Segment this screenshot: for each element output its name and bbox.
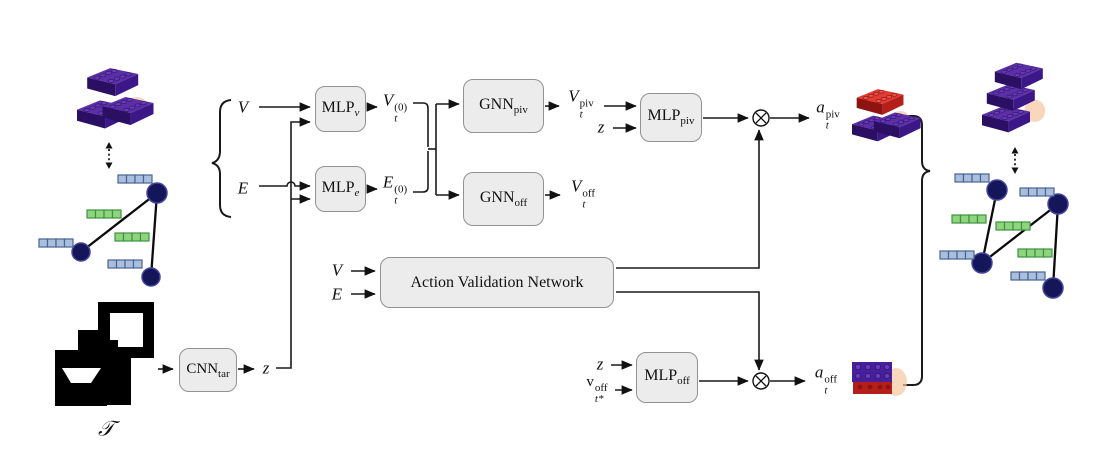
next-graph: [939, 173, 1069, 299]
target-t-label: 𝒯: [97, 416, 115, 441]
mlp-off-box: MLPoff: [636, 352, 698, 403]
dashed-double-arrow-icon: [104, 141, 114, 170]
node-feature-strip: [939, 250, 975, 260]
v0-label: V(0)t: [382, 90, 408, 125]
node-feature-strip: [38, 238, 74, 248]
graph-node: [141, 267, 161, 287]
avn-input-v-label: V: [331, 260, 343, 280]
target-shape-image: [55, 302, 154, 406]
z-mid-label: z: [597, 117, 605, 137]
graph-node: [971, 252, 993, 274]
gnn-piv-box: GNNpiv: [463, 79, 544, 133]
e0-label: E(0)t: [382, 172, 408, 207]
z-cnn-label: z: [262, 358, 270, 378]
otimes-icon: [752, 372, 770, 390]
gnn-off-label: GNNoff: [479, 188, 528, 210]
left-brace: [211, 99, 232, 218]
right-brace: [903, 115, 931, 386]
action-validation-network-box: Action Validation Network: [380, 257, 614, 308]
mlp-v-label: MLPv: [321, 98, 360, 120]
graph-node: [1042, 277, 1064, 299]
cnn-tar-label: CNNtar: [186, 360, 230, 380]
graph-node: [146, 182, 168, 204]
node-feature-strip: [1019, 187, 1055, 197]
avn-input-e-label: E: [331, 284, 343, 304]
connectors: [158, 99, 810, 395]
edge-feature-strip: [114, 232, 150, 242]
mlp-piv-box: MLPpiv: [640, 93, 702, 142]
mlp-piv-label: MLPpiv: [647, 107, 695, 128]
mlp-e-label: MLPe: [321, 178, 360, 200]
node-feature-strip: [1010, 271, 1046, 281]
avn-label: Action Validation Network: [410, 273, 584, 291]
node-feature-strip: [954, 173, 990, 183]
graph-node: [71, 242, 91, 262]
cnn-tar-box: CNNtar: [179, 348, 237, 392]
pivot-action-bricks-image: [851, 88, 921, 142]
next-bricks-image: [981, 62, 1046, 133]
edge-feature-strip: [1017, 248, 1053, 258]
node-feature-strip: [117, 174, 153, 184]
graph-node: [1047, 193, 1069, 215]
gnn-off-box: GNNoff: [463, 172, 544, 226]
z-off-label: z: [596, 354, 604, 374]
node-feature-strip: [107, 259, 143, 269]
input-v-label: V: [237, 97, 249, 117]
graph-node: [986, 179, 1008, 201]
edge-feature-strip: [86, 209, 122, 219]
gnn-piv-label: GNNpiv: [479, 95, 528, 117]
edge-feature-strip: [995, 221, 1031, 231]
edge-feature-strip: [951, 214, 987, 224]
dashed-double-arrow-icon: [1010, 146, 1020, 175]
mlp-e-box: MLPe: [315, 166, 366, 212]
input-e-label: E: [237, 178, 249, 198]
otimes-icon: [752, 109, 770, 127]
offset-action-bricks-image: [852, 362, 907, 396]
current-bricks-image: [76, 67, 154, 129]
current-graph: [38, 174, 168, 287]
mlp-v-box: MLPv: [315, 86, 366, 132]
mlp-off-label: MLPoff: [644, 367, 690, 388]
